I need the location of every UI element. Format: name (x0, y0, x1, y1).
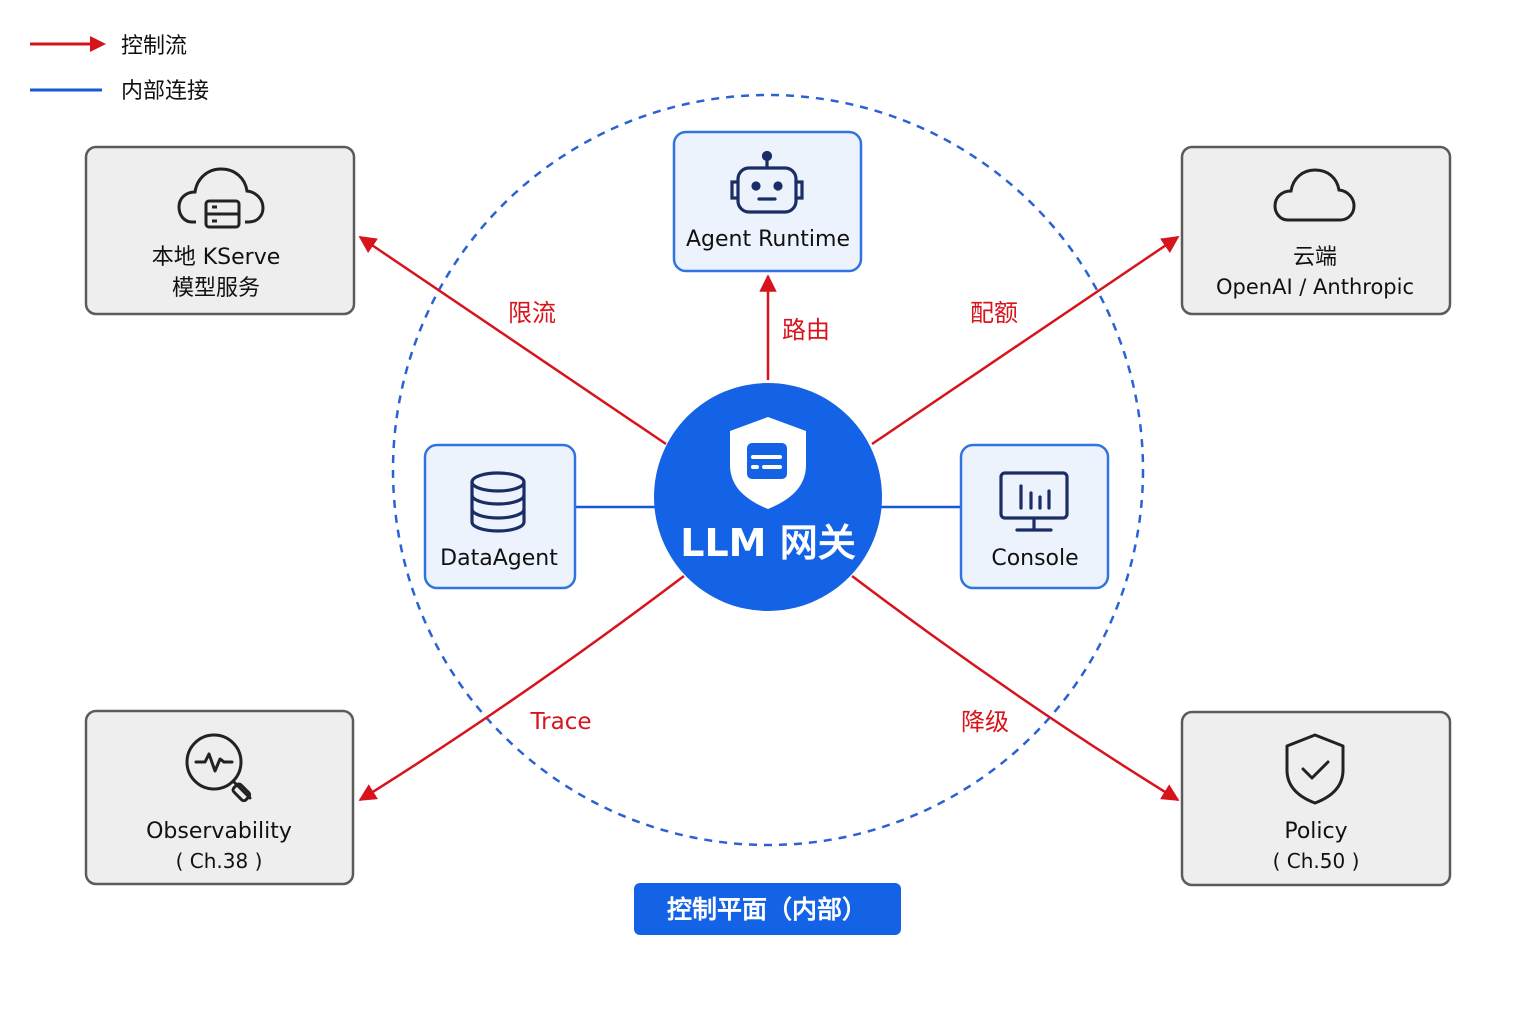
legend-control-flow-label: 控制流 (121, 34, 187, 59)
kserve-line2: 模型服务 (172, 276, 260, 301)
control-flow-edges (358, 235, 1180, 802)
cloud-line2: OpenAI / Anthropic (1216, 275, 1414, 299)
node-observability[interactable]: Observability ( Ch.38 ) (84, 709, 355, 886)
cloud-line1: 云端 (1293, 245, 1337, 270)
node-kserve[interactable]: 本地 KServe 模型服务 (84, 145, 356, 316)
edge-label-routing: 路由 (782, 316, 830, 344)
cloud-icon (1273, 168, 1356, 222)
control-plane-badge: 控制平面（内部） (634, 883, 901, 935)
edge-hub-to-cloud (871, 235, 1180, 446)
legend-internal-link: 内部连接 (30, 79, 209, 104)
edge-label-quota: 配额 (970, 299, 1018, 327)
database-icon (470, 471, 526, 533)
cloud-server-icon (177, 167, 265, 229)
legend-control-flow: 控制流 (30, 34, 187, 59)
node-agent-runtime[interactable]: Agent Runtime (672, 130, 863, 273)
legend-internal-link-label: 内部连接 (121, 79, 209, 104)
dataagent-label: DataAgent (440, 546, 558, 571)
console-label: Console (991, 546, 1078, 571)
edge-label-rate-limit: 限流 (508, 299, 556, 327)
node-cloud[interactable]: 云端 OpenAI / Anthropic (1180, 145, 1452, 316)
edge-labels: 限流 路由 配额 Trace 降级 (508, 299, 1018, 736)
policy-line2: ( Ch.50 ) (1273, 849, 1360, 873)
shield-icon (730, 417, 806, 509)
internal-zone-boundary (391, 93, 1145, 847)
hub-label: LLM 网关 (680, 521, 855, 565)
legend: 控制流 内部连接 (30, 34, 209, 104)
edge-hub-to-observability (358, 575, 685, 802)
node-console[interactable]: Console (959, 443, 1110, 590)
observability-line2: ( Ch.38 ) (176, 849, 263, 873)
agent-runtime-label: Agent Runtime (686, 227, 850, 252)
policy-line1: Policy (1284, 819, 1347, 844)
observability-line1: Observability (146, 819, 292, 844)
arrow-right-icon (90, 36, 106, 52)
node-dataagent[interactable]: DataAgent (423, 443, 577, 590)
node-policy[interactable]: Policy ( Ch.50 ) (1180, 710, 1452, 887)
edge-label-degrade: 降级 (961, 708, 1009, 736)
edge-hub-to-kserve (358, 235, 667, 446)
edge-label-trace: Trace (529, 709, 591, 735)
kserve-line1: 本地 KServe (152, 245, 281, 270)
llm-gateway-hub[interactable]: LLM 网关 (654, 383, 882, 611)
control-plane-badge-label: 控制平面（内部） (667, 895, 867, 924)
shield-check-icon (1285, 733, 1345, 805)
magnifier-pulse-icon (185, 733, 252, 803)
monitor-icon (999, 471, 1069, 532)
edge-hub-to-policy (851, 575, 1180, 802)
robot-icon (730, 150, 804, 214)
